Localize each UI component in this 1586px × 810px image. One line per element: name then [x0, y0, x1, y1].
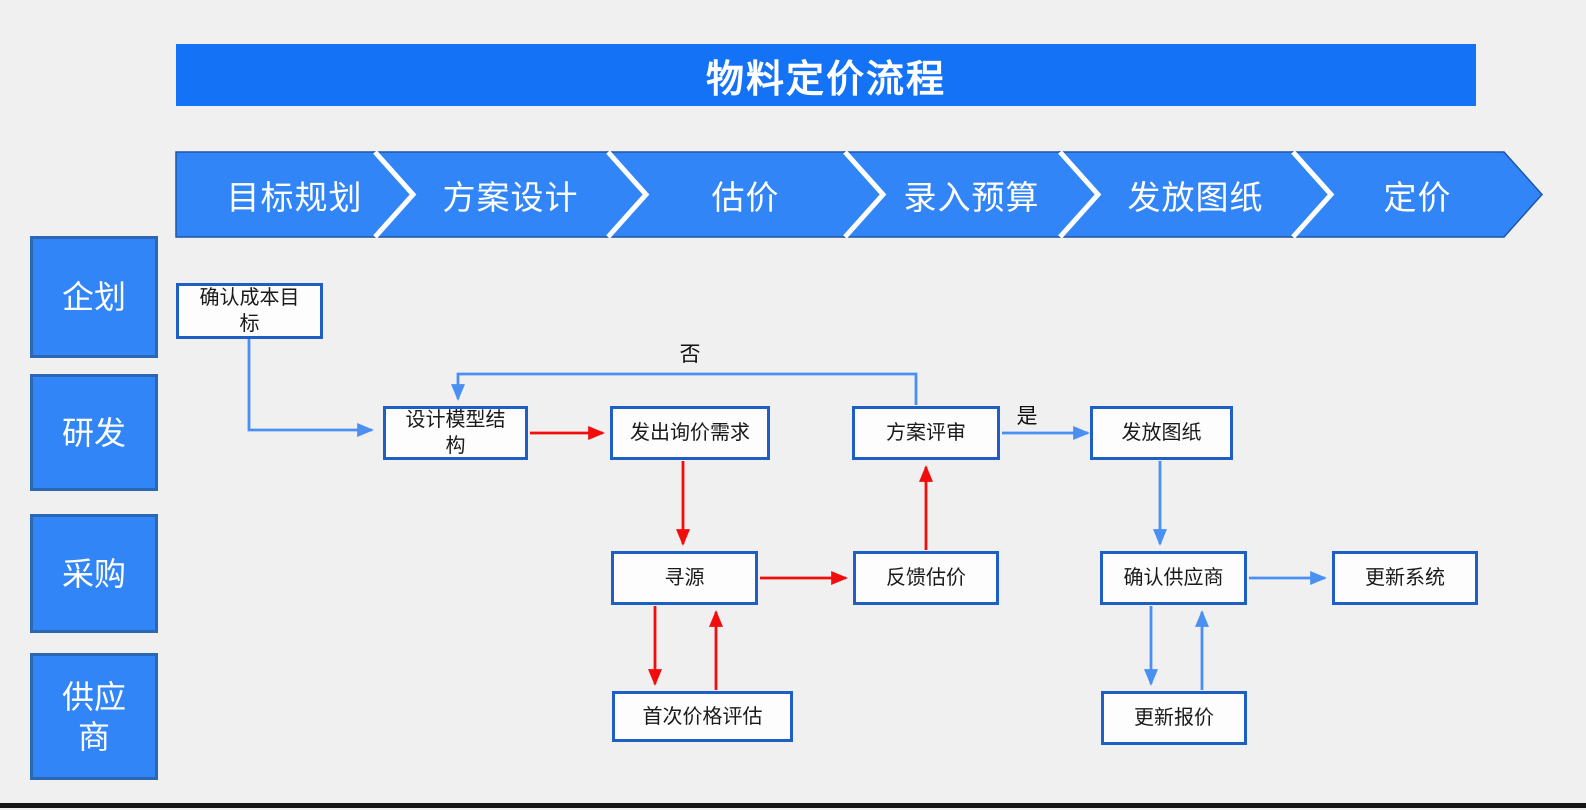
stage-separators [373, 150, 1335, 239]
edge-plan-review-no-loop [451, 372, 918, 405]
node-issue-drawings: 发放图纸 [1090, 406, 1233, 460]
node-feedback-estimate: 反馈估价 [853, 551, 999, 605]
node-plan-review: 方案评审 [852, 406, 1000, 460]
node-sourcing: 寻源 [611, 551, 758, 605]
node-design-model: 设计模型结构 [383, 406, 528, 460]
node-send-inquiry: 发出询价需求 [610, 406, 770, 460]
node-confirm-cost: 确认成本目标 [176, 283, 323, 339]
lane-planning: 企划 [30, 236, 158, 358]
node-confirm-supplier: 确认供应商 [1100, 551, 1247, 605]
lane-procurement: 采购 [30, 514, 158, 633]
lane-rnd: 研发 [30, 374, 158, 491]
title-banner: 物料定价流程 [176, 44, 1476, 106]
edge-confirm-cost-to-design-model [247, 339, 374, 437]
lane-supplier: 供应商 [30, 653, 158, 780]
stage-segment-1 [175, 151, 415, 238]
branch-label-no: 否 [679, 343, 701, 366]
bottom-window-edge [0, 803, 1586, 808]
branch-label-yes: 是 [1016, 405, 1038, 428]
node-update-system: 更新系统 [1332, 551, 1478, 605]
node-update-quote: 更新报价 [1101, 691, 1247, 745]
blue-connectors [247, 339, 1327, 690]
red-connectors [530, 426, 933, 690]
page-title: 物料定价流程 [705, 58, 946, 101]
node-first-price-eval: 首次价格评估 [612, 691, 793, 742]
